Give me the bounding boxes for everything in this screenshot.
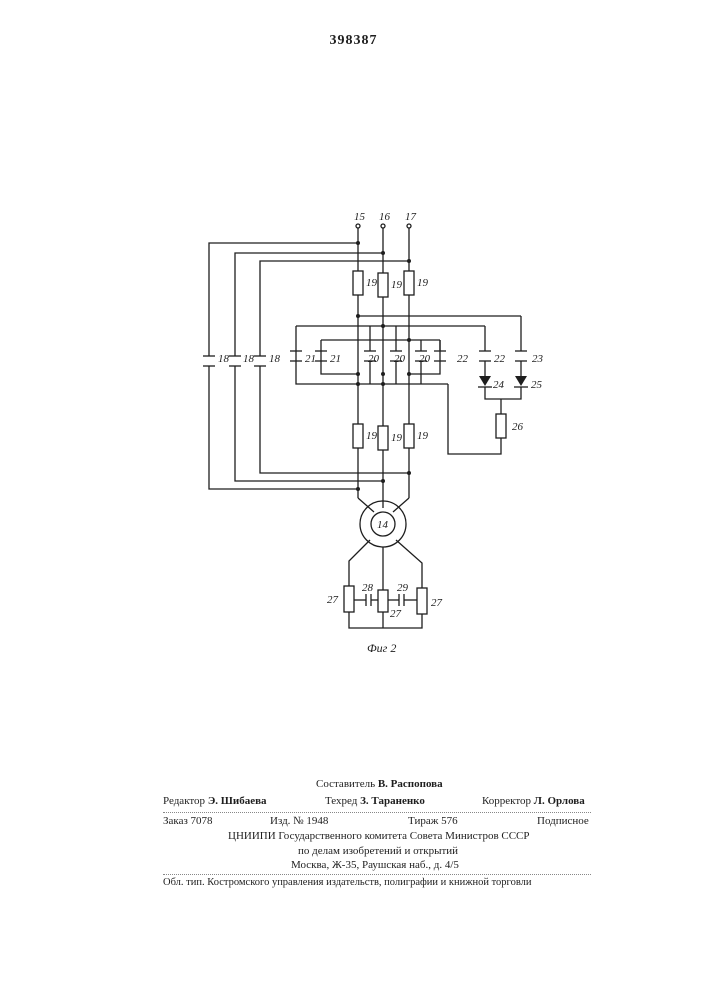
techred-role: Техред	[325, 795, 357, 807]
org-line-2: по делам изобретений и открытий	[298, 845, 458, 857]
corrector-line: Корректор Л. Орлова	[482, 795, 585, 807]
address-line: Москва, Ж-35, Раушская наб., д. 4/5	[291, 859, 459, 871]
print-run: Тираж 576	[408, 815, 458, 827]
compiler-line: Составитель В. Распопова	[316, 778, 443, 790]
printer-line: Обл. тип. Костромского управления издате…	[163, 877, 532, 888]
techred-name: З. Тараненко	[360, 795, 425, 807]
compiler-role: Составитель	[316, 778, 375, 790]
editor-line: Редактор Э. Шибаева	[163, 795, 267, 807]
subscription: Подписное	[537, 815, 589, 827]
org-line-1: ЦНИИПИ Государственного комитета Совета …	[228, 830, 530, 842]
corrector-name: Л. Орлова	[534, 795, 585, 807]
editor-name: Э. Шибаева	[208, 795, 267, 807]
order-number: Заказ 7078	[163, 815, 213, 827]
edition-number: Изд. № 1948	[270, 815, 328, 827]
editor-role: Редактор	[163, 795, 205, 807]
compiler-name: В. Распопова	[378, 778, 443, 790]
techred-line: Техред З. Тараненко	[325, 795, 425, 807]
corrector-role: Корректор	[482, 795, 531, 807]
